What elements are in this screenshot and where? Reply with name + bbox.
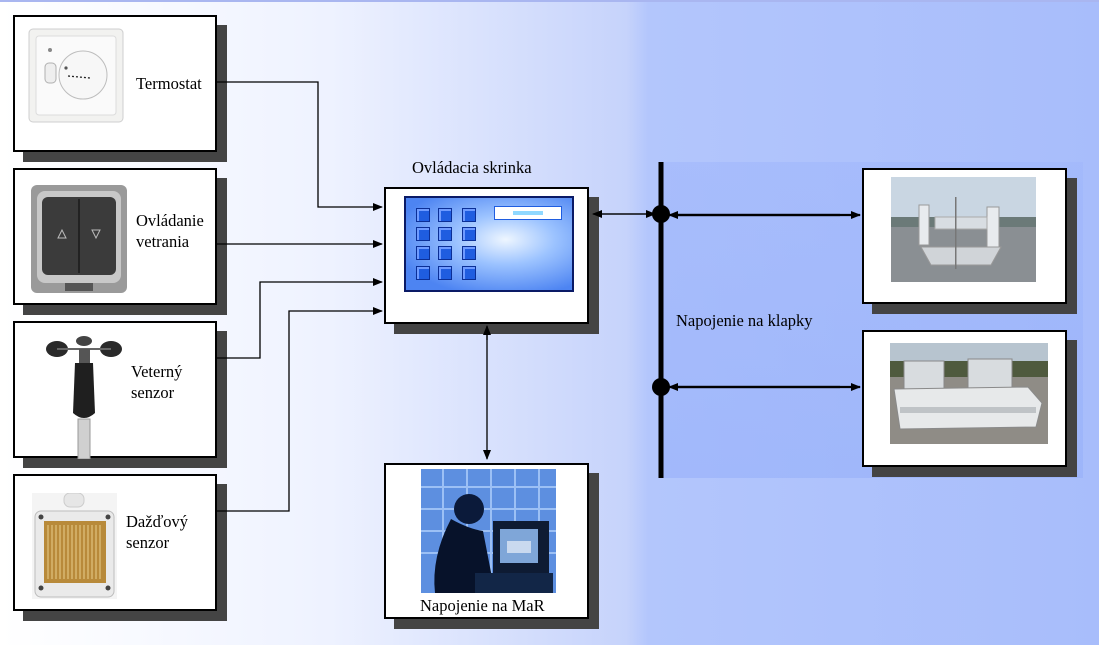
rain-sensor-box: Dažďový senzor xyxy=(13,474,217,611)
roof-flaps-photo xyxy=(891,177,1036,282)
cabinet-key xyxy=(416,246,430,260)
cabinet-key xyxy=(462,246,476,260)
cabinet-screen xyxy=(404,196,574,292)
thermostat-icon xyxy=(28,28,124,123)
dazdovy-label-line2: senzor xyxy=(126,533,170,552)
cabinet-display xyxy=(494,206,562,220)
bus-node-bottom xyxy=(652,378,670,396)
top-border xyxy=(0,0,1099,2)
wire-rain xyxy=(217,307,383,512)
anemometer-icon xyxy=(41,335,131,459)
cabinet-key xyxy=(438,227,452,241)
wire-wind xyxy=(217,278,383,359)
ventilation-control-box: Ovládanie vetrania xyxy=(13,168,217,305)
mar-label: Napojenie na MaR xyxy=(420,596,545,615)
ventilation-switch-icon xyxy=(31,185,127,293)
roof-flaps-box-2 xyxy=(862,330,1067,467)
mar-box: Napojenie na MaR xyxy=(384,463,589,619)
thermostat-box: Termostat xyxy=(13,15,217,152)
roof-flaps-box-1 xyxy=(862,168,1067,304)
termostat-label: Termostat xyxy=(136,74,202,93)
cabinet-key xyxy=(416,266,430,280)
rain-sensor-icon xyxy=(32,493,117,599)
cabinet-key xyxy=(416,208,430,222)
cabinet-key xyxy=(416,227,430,241)
ovladanie-label-line1: Ovládanie xyxy=(136,211,204,230)
computer-operator-icon xyxy=(421,469,556,593)
cabinet-key xyxy=(462,227,476,241)
cabinet-key xyxy=(462,208,476,222)
roof-vent-photo xyxy=(890,343,1048,444)
veterny-label-line1: Veterný xyxy=(131,362,183,381)
control-cabinet-box xyxy=(384,187,589,324)
cabinet-key xyxy=(462,266,476,280)
veterny-label-line2: senzor xyxy=(131,383,175,402)
dazdovy-label-line1: Dažďový xyxy=(126,512,188,531)
ovladanie-label-line2: vetrania xyxy=(136,232,190,251)
cabinet-key xyxy=(438,246,452,260)
cabinet-key xyxy=(438,266,452,280)
cabinet-key xyxy=(438,208,452,222)
bus-node-top xyxy=(652,205,670,223)
wire-thermostat xyxy=(217,81,383,211)
flaps-label: Napojenie na klapky xyxy=(676,311,813,330)
wind-sensor-box: Veterný senzor xyxy=(13,321,217,459)
cabinet-title: Ovládacia skrinka xyxy=(412,158,532,177)
